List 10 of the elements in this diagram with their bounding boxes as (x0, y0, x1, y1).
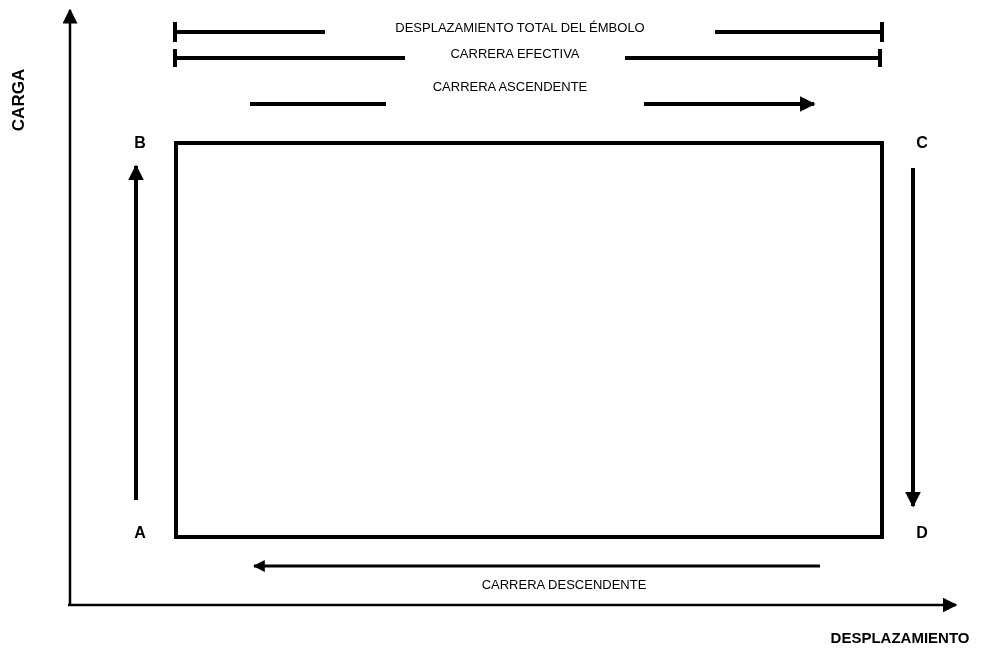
stroke-label: CARRERA ASCENDENTE (432, 79, 588, 93)
point-label: B (134, 135, 146, 151)
axis-label: CARGA (9, 68, 27, 132)
stroke-label: CARRERA DESCENDENTE (481, 577, 647, 591)
point-label: A (134, 525, 146, 541)
dimension-label: DESPLAZAMIENTO TOTAL DEL ÉMBOLO (395, 20, 645, 34)
point-label: C (916, 135, 928, 151)
point-label: D (916, 525, 928, 541)
dimension-label: CARRERA EFECTIVA (450, 46, 580, 60)
axis-label: DESPLAZAMIENTO (830, 629, 970, 645)
